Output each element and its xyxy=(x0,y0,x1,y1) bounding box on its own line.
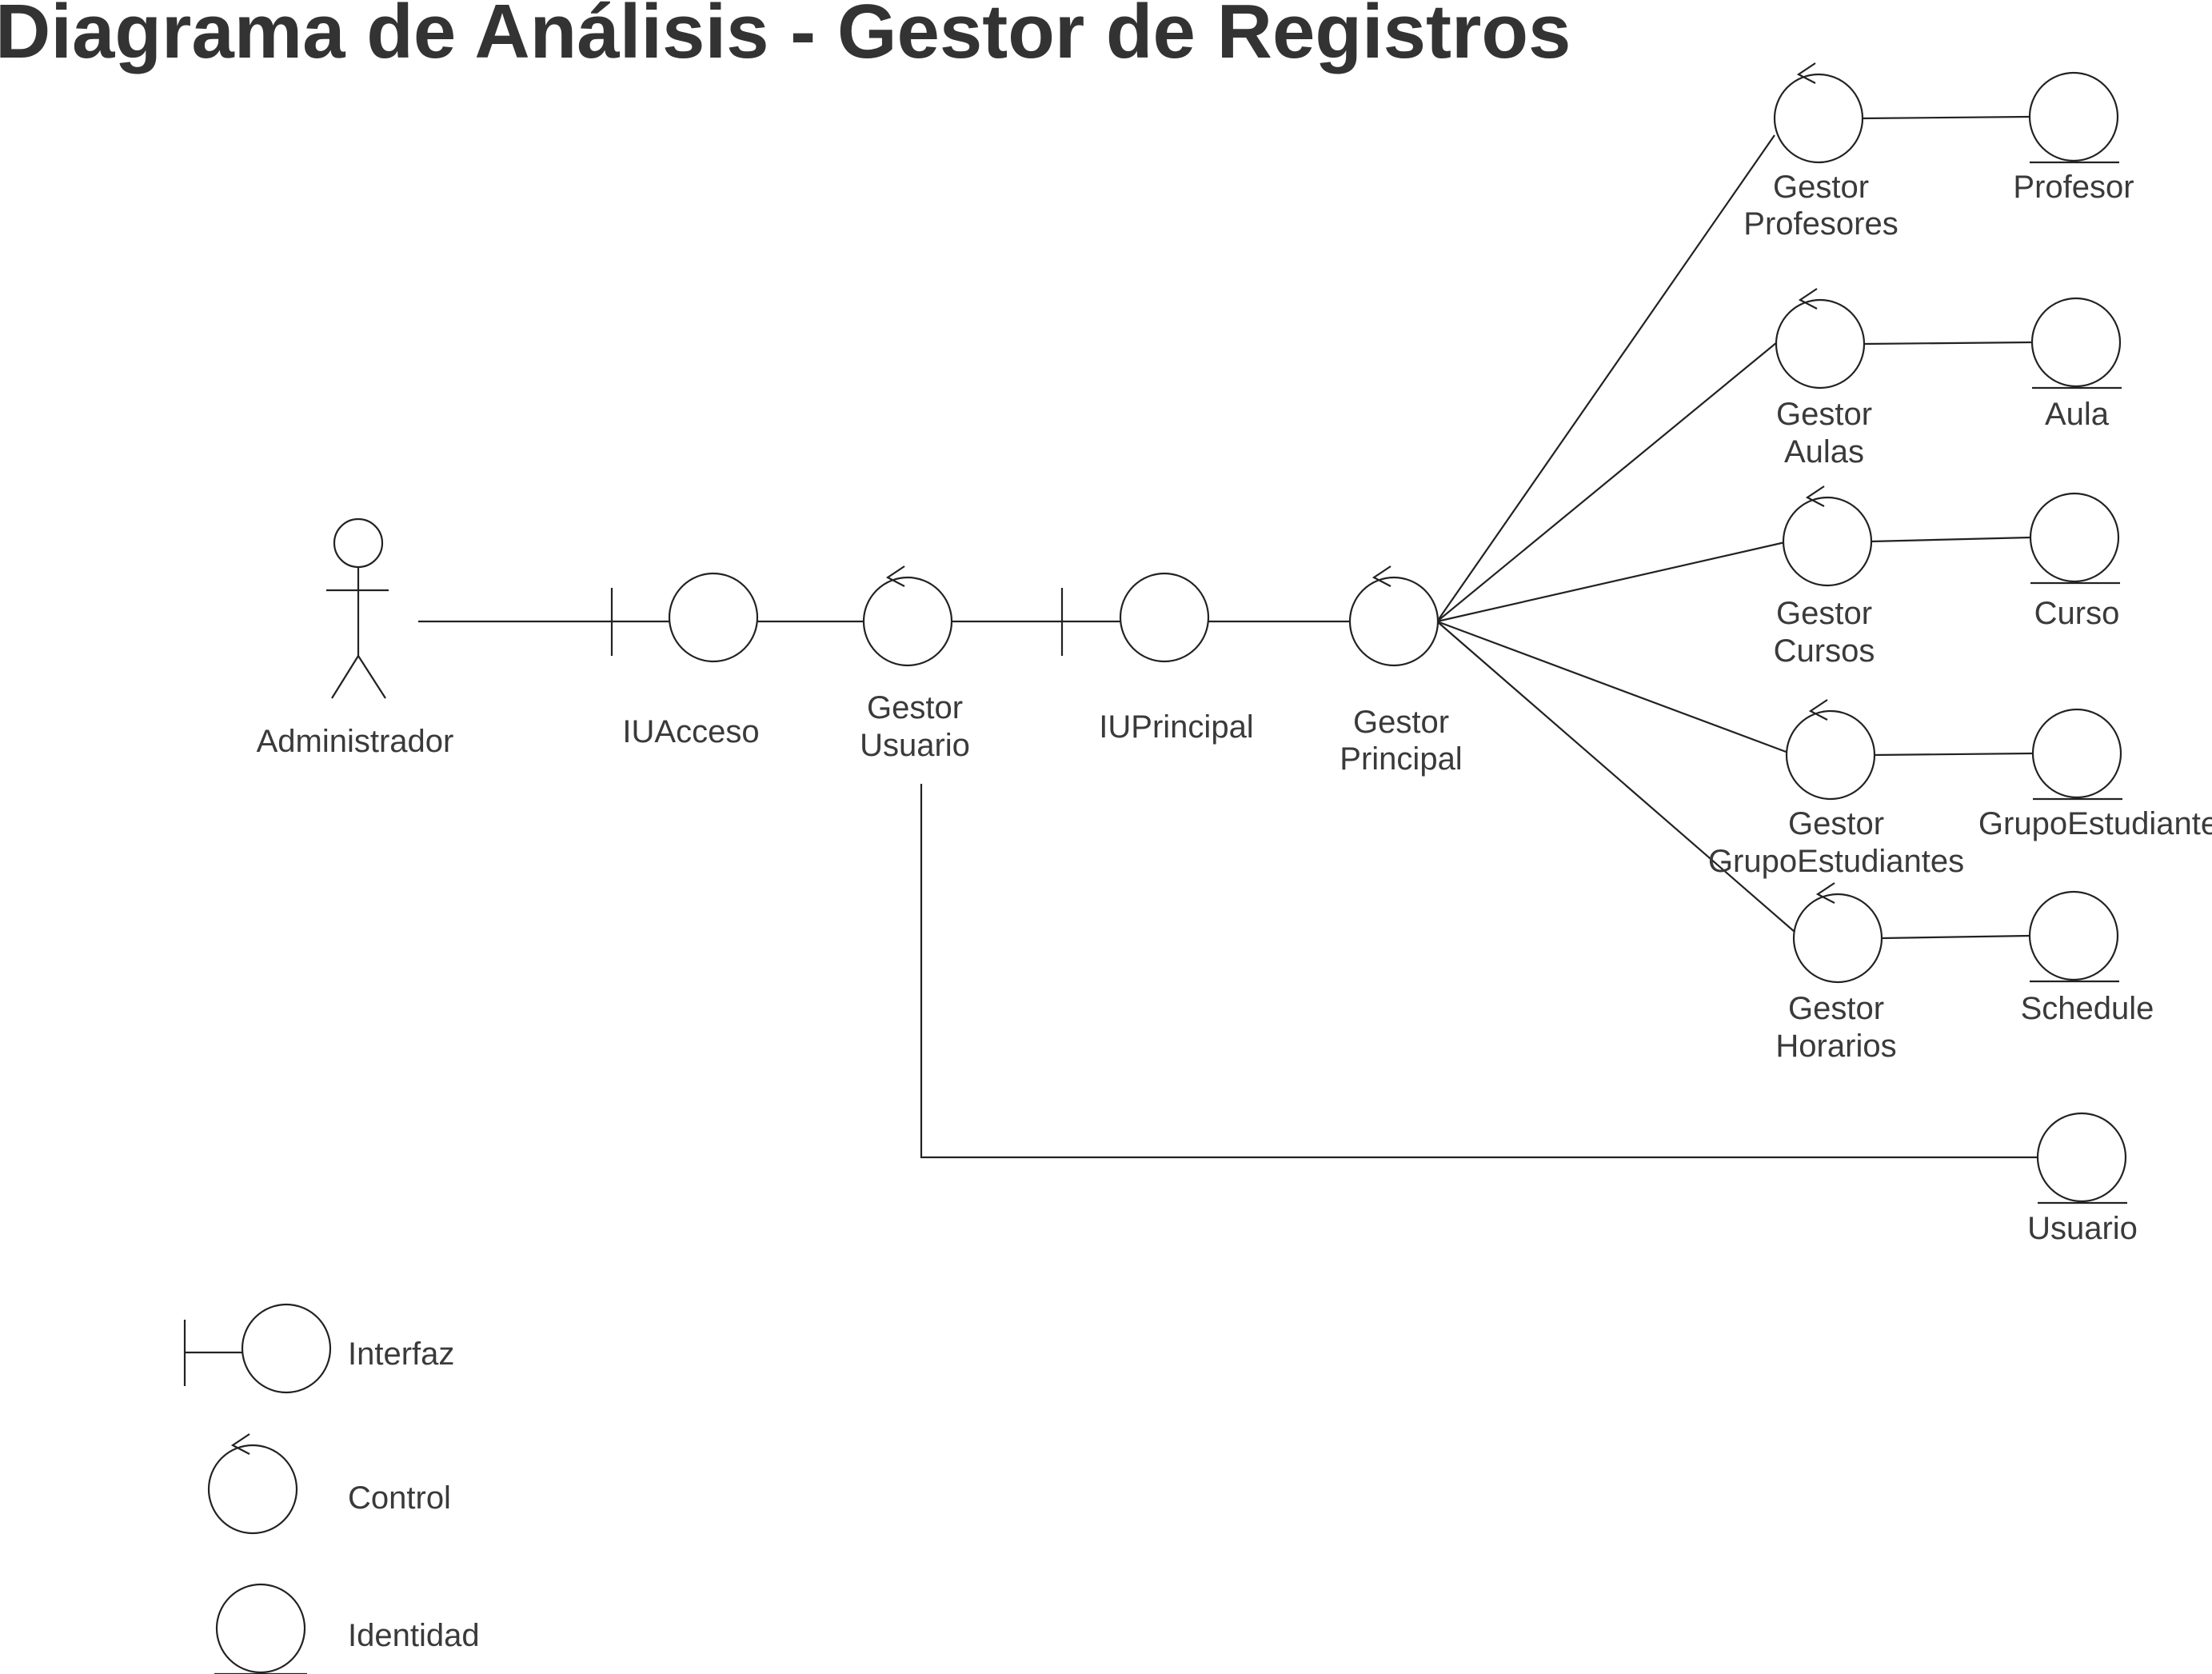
link-principal-aulas xyxy=(1436,342,1778,622)
entity-label: Aula xyxy=(2045,397,2110,432)
control-gestor-usuario: Gestor Usuario xyxy=(860,565,970,763)
control-label-line-1: Gestor xyxy=(867,690,963,725)
legend-interface-label: Interfaz xyxy=(348,1336,454,1372)
interface-symbol-icon xyxy=(610,572,759,663)
control-label-line-1: Gestor xyxy=(1788,806,1884,841)
legend-entity-label: Identidad xyxy=(348,1618,480,1653)
entity-label: Schedule xyxy=(2021,991,2154,1026)
link-principal-horarios xyxy=(1436,621,1795,933)
entity-label: Usuario xyxy=(2027,1211,2138,1246)
control-label-line-2: Cursos xyxy=(1774,633,1875,669)
legend-control: Control xyxy=(207,1433,451,1535)
control-label-line-1: Gestor xyxy=(1773,170,1869,205)
actor-figure-icon xyxy=(326,517,389,699)
entity-curso: Curso xyxy=(2029,492,2120,631)
control-symbol-icon xyxy=(1792,882,1883,984)
entity-usuario: Usuario xyxy=(2027,1112,2138,1246)
control-label-line-1: Gestor xyxy=(1776,596,1872,631)
entity-symbol-icon xyxy=(2031,708,2122,801)
control-gestor-grupo-estudiantes: Gestor GrupoEstudiantes xyxy=(1708,699,1964,879)
control-label-line-1: Gestor xyxy=(1776,397,1872,432)
control-gestor-principal: Gestor Principal xyxy=(1340,565,1463,777)
control-label-line-2: GrupoEstudiantes xyxy=(1708,844,1964,879)
legend-entity: Identidad xyxy=(214,1583,480,1674)
entity-profesor: Profesor xyxy=(2013,71,2134,205)
link-grupo-grupoestudiante xyxy=(1873,752,2034,757)
entity-symbol-icon xyxy=(2030,297,2122,390)
control-symbol-icon xyxy=(862,565,953,667)
connections xyxy=(418,115,2038,1159)
link-gestor-usuario-usuario xyxy=(920,784,2038,1159)
link-principal-profesores xyxy=(1436,134,1775,622)
link-aulas-aula xyxy=(1863,341,2033,346)
control-symbol-icon xyxy=(207,1433,298,1535)
control-label-line-1: Gestor xyxy=(1353,705,1449,740)
link-profesores-profesor xyxy=(1861,115,2030,120)
control-label-line-2: Principal xyxy=(1340,741,1462,777)
interface-symbol-icon xyxy=(183,1303,332,1394)
link-cursos-curso xyxy=(1870,536,2031,543)
control-symbol-icon xyxy=(1782,485,1873,587)
interface-label: IUPrincipal xyxy=(1099,709,1253,745)
control-symbol-icon xyxy=(1775,288,1866,390)
interface-iuprincipal: IUPrincipal xyxy=(1060,572,1254,745)
control-label-line-2: Aulas xyxy=(1784,434,1864,469)
diagram-title: Diagrama de Análisis - Gestor de Registr… xyxy=(0,0,1571,74)
control-label-line-2: Usuario xyxy=(860,728,970,763)
control-symbol-icon xyxy=(1773,62,1864,164)
control-symbol-icon xyxy=(1785,699,1876,801)
entity-label: GrupoEstudiante xyxy=(1978,806,2212,841)
entity-schedule: Schedule xyxy=(2021,890,2154,1026)
legend: Interfaz Control Identidad xyxy=(183,1303,480,1674)
legend-control-label: Control xyxy=(348,1480,451,1516)
entity-symbol-icon xyxy=(2028,890,2119,983)
entity-symbol-icon xyxy=(2036,1112,2127,1205)
control-gestor-aulas: Gestor Aulas xyxy=(1775,288,1872,469)
control-gestor-horarios: Gestor Horarios xyxy=(1775,882,1897,1064)
entity-label: Curso xyxy=(2034,596,2120,631)
legend-interface: Interfaz xyxy=(183,1303,454,1394)
entity-aula: Aula xyxy=(2030,297,2122,432)
entity-symbol-icon xyxy=(2029,492,2120,585)
control-label-line-2: Profesores xyxy=(1743,206,1898,242)
entity-label: Profesor xyxy=(2013,170,2134,205)
actor-label: Administrador xyxy=(257,724,454,759)
control-label-line-2: Horarios xyxy=(1775,1029,1896,1064)
control-label-line-1: Gestor xyxy=(1788,991,1884,1026)
link-principal-grupo-estudiantes xyxy=(1436,620,1789,754)
entity-grupo-estudiante: GrupoEstudiante xyxy=(1978,708,2212,841)
actor-administrador: Administrador xyxy=(257,517,454,759)
control-gestor-profesores: Gestor Profesores xyxy=(1743,62,1899,242)
link-horarios-schedule xyxy=(1881,934,2030,940)
interface-label: IUAcceso xyxy=(622,714,759,749)
entity-symbol-icon xyxy=(214,1583,307,1674)
interface-iuacceso: IUAcceso xyxy=(610,572,760,749)
link-principal-cursos xyxy=(1436,541,1786,623)
interface-symbol-icon xyxy=(1060,572,1210,663)
control-symbol-icon xyxy=(1348,565,1439,667)
control-gestor-cursos: Gestor Cursos xyxy=(1774,485,1875,669)
entity-symbol-icon xyxy=(2028,71,2119,164)
